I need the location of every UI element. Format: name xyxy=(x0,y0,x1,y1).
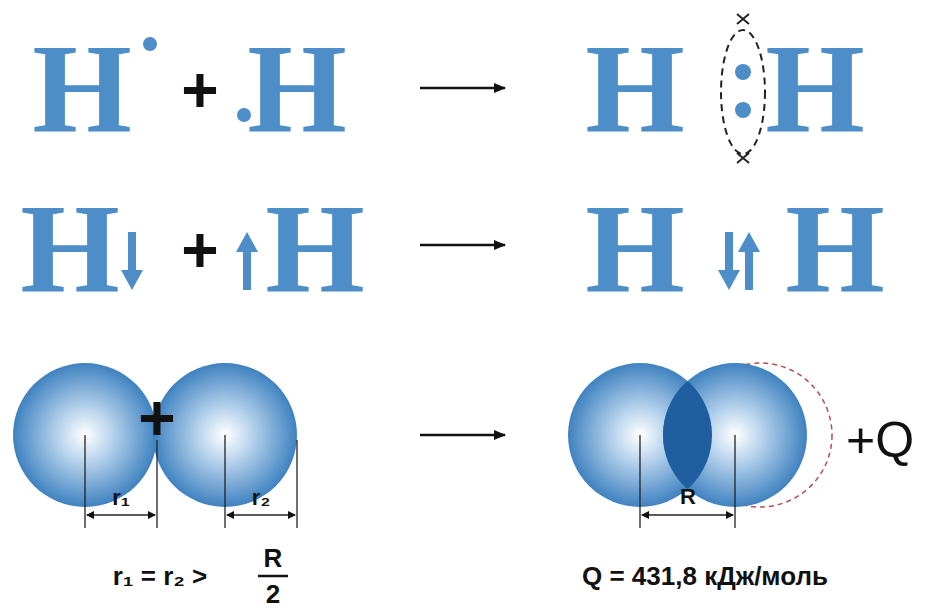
energy-value: Q = 431,8 кДж/моль xyxy=(582,563,828,589)
cross-mark xyxy=(737,14,749,24)
reaction-arrow xyxy=(420,87,505,90)
cross-mark xyxy=(737,153,749,163)
plus-sign: + xyxy=(138,386,175,450)
dimension-lines xyxy=(85,435,735,528)
atom-symbol: H xyxy=(765,24,865,152)
bond-ellipse xyxy=(721,30,765,154)
plus-sign: + xyxy=(181,58,218,122)
reaction-arrow xyxy=(420,434,505,437)
radius-label: r₁ xyxy=(112,487,130,509)
fraction-denominator: 2 xyxy=(266,581,280,607)
reaction-arrow xyxy=(420,244,505,247)
distance-label: R xyxy=(680,486,696,508)
atom-symbol: H xyxy=(265,184,365,312)
atom-symbol: H xyxy=(32,24,132,152)
heat-label: +Q xyxy=(846,415,914,465)
atom-symbol: H xyxy=(20,184,120,312)
atom-symbol: H xyxy=(585,24,685,152)
radius-label: r₂ xyxy=(252,487,270,509)
fraction-numerator: R xyxy=(264,545,283,571)
atom-symbol: H xyxy=(585,184,685,312)
electron-dot xyxy=(735,102,751,118)
atom-symbol: H xyxy=(785,184,885,312)
electron-dot xyxy=(143,37,157,51)
fraction-bar xyxy=(258,575,288,578)
electron-dot xyxy=(735,64,751,80)
equation-text: r₁ = r₂ > xyxy=(113,563,208,589)
atom-symbol: H xyxy=(247,24,347,152)
plus-sign: + xyxy=(181,218,218,282)
